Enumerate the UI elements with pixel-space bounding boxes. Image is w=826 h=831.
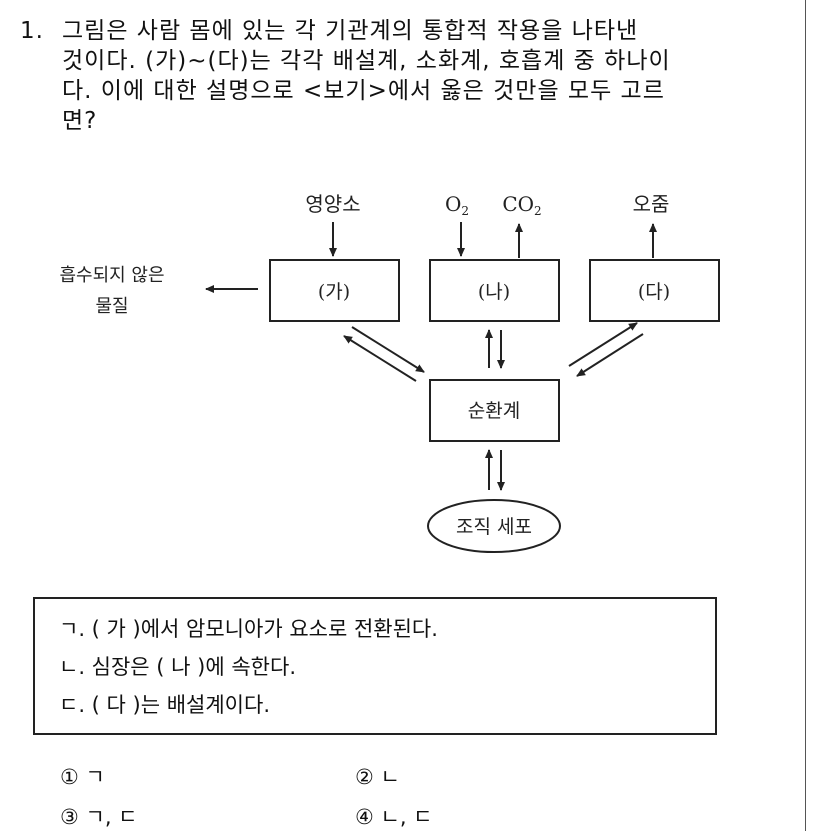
box-ga [269, 259, 400, 322]
choice-1[interactable]: ① ㄱ [60, 765, 105, 789]
waste-label-2: 물질 [95, 296, 128, 317]
choice-2[interactable]: ② ㄴ [355, 765, 400, 789]
question-line-3: 다. 이에 대한 설명으로 <보기>에서 옳은 것만을 모두 고르 [62, 78, 665, 104]
box-na-label: (나) [478, 281, 510, 303]
box-da-label: (다) [638, 281, 670, 303]
box-na [429, 259, 560, 322]
question-line-2: 것이다. (가)~(다)는 각각 배설계, 소화계, 호흡계 중 하나이 [62, 48, 671, 74]
box-circulatory [429, 379, 560, 442]
box-da [589, 259, 720, 322]
organ-system-diagram: 영양소 O2 CO2 오줌 (가) (나) (다) 흡수되지 않은 물질 순환계… [59, 192, 720, 553]
co2-label: CO2 [502, 192, 541, 218]
choice-4[interactable]: ④ ㄴ, ㄷ [355, 805, 433, 829]
bogi-item-1: ㄱ. ( 가 )에서 암모니아가 요소로 전환된다. [59, 617, 438, 641]
page-margin-rule [805, 0, 806, 831]
bogi-box: ㄱ. ( 가 )에서 암모니아가 요소로 전환된다. ㄴ. 심장은 ( 나 )에… [33, 597, 717, 735]
circulatory-label: 순환계 [468, 400, 520, 422]
nutrient-label: 영양소 [305, 192, 360, 216]
box-ga-label: (가) [318, 281, 350, 303]
circ-to-ga-arrow [343, 335, 417, 382]
ga-to-circ-arrow [351, 326, 425, 373]
urine-label: 오줌 [633, 192, 670, 216]
question-line-1: 그림은 사람 몸에 있는 각 기관계의 통합적 작용을 나타낸 [62, 18, 639, 44]
choice-3[interactable]: ③ ㄱ, ㄷ [60, 805, 138, 829]
waste-label-1: 흡수되지 않은 [59, 265, 164, 286]
tissue-cell-label: 조직 세포 [456, 516, 532, 538]
question-number: 1. [20, 18, 44, 44]
tissue-cell-ellipse [427, 499, 561, 553]
bogi-item-2: ㄴ. 심장은 ( 나 )에 속한다. [59, 655, 296, 679]
circ-to-da-arrow [568, 322, 638, 367]
bogi-item-3: ㄷ. ( 다 )는 배설계이다. [59, 693, 270, 717]
da-to-circ-arrow [576, 333, 644, 377]
o2-label: O2 [445, 192, 469, 218]
question-line-4: 면? [62, 108, 98, 134]
